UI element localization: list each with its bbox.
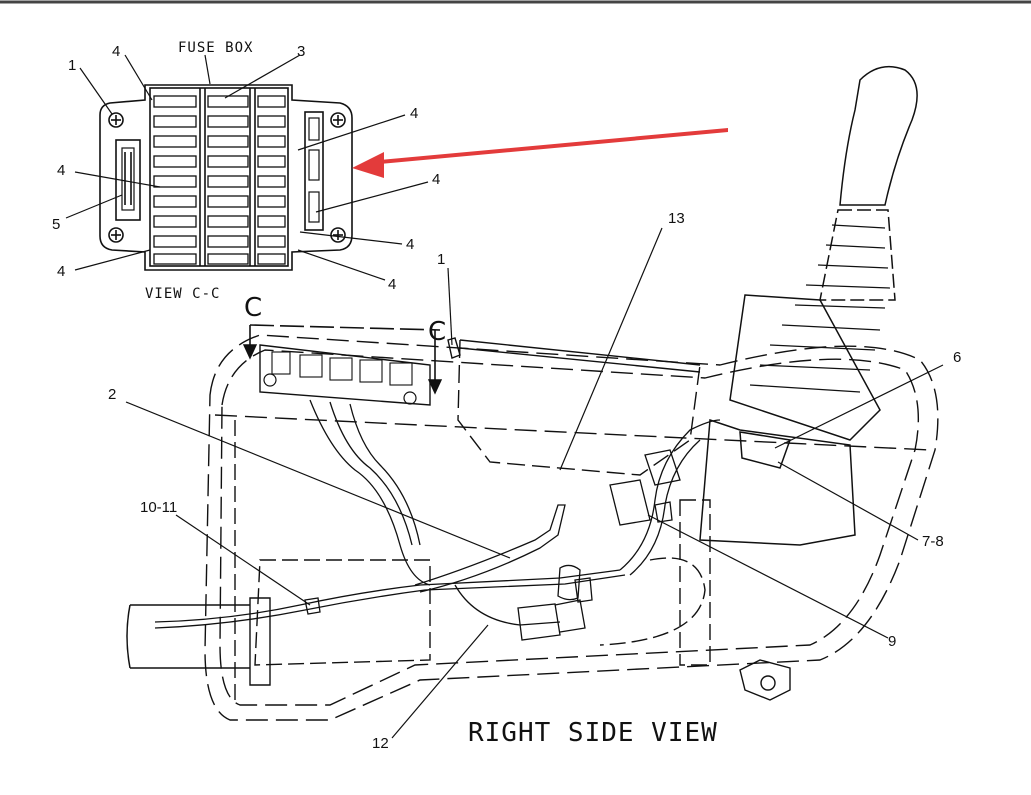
- screw-icon: [330, 112, 346, 128]
- fuse-box-detail: [99, 84, 353, 271]
- fuse-box-leaders: [65, 54, 429, 281]
- callout-5: 5: [52, 216, 60, 233]
- callout-3: 3: [297, 43, 305, 60]
- main-view-title: RIGHT SIDE VIEW: [468, 718, 718, 748]
- joystick-base: [699, 418, 856, 546]
- joystick-handle: [839, 65, 918, 206]
- mounting-hole: [760, 675, 776, 691]
- switch-6: [739, 431, 792, 469]
- console-fuse-box: [242, 324, 461, 406]
- joystick: [699, 65, 918, 546]
- callout-4-bottom-right: 4: [388, 276, 396, 293]
- section-marker-right: C: [428, 317, 446, 347]
- callout-6: 6: [953, 349, 961, 366]
- right-connector-strip: [304, 111, 324, 231]
- callout-1-console: 1: [437, 251, 445, 268]
- callout-4-left: 4: [57, 162, 65, 179]
- callout-4-bottom-left: 4: [57, 263, 65, 280]
- joystick-boot-upper: [819, 209, 896, 301]
- console-inner-outline: [219, 349, 919, 706]
- callout-7-8: 7-8: [922, 533, 944, 550]
- mounting-lug: [739, 659, 791, 701]
- screw-icon: [108, 227, 124, 243]
- callout-2: 2: [108, 386, 116, 403]
- wiring-harness: [126, 399, 721, 686]
- view-cc-label: VIEW C-C: [145, 286, 220, 302]
- callout-4-right-middle: 4: [432, 171, 440, 188]
- main-view-leaders: [125, 227, 944, 739]
- red-arrow-shaft: [380, 128, 728, 164]
- cover-13: [457, 339, 701, 476]
- callout-4-right-lower: 4: [406, 236, 414, 253]
- fuse-box-inner-frame: [149, 87, 289, 267]
- callout-4-top-left: 4: [112, 43, 120, 60]
- console-outline: [204, 334, 939, 721]
- fuse-box-housing: [99, 84, 353, 271]
- console-assembly: [204, 334, 939, 721]
- callout-4-right-upper: 4: [410, 105, 418, 122]
- callout-13: 13: [668, 210, 685, 227]
- relay-12: [517, 603, 561, 641]
- callout-9: 9: [888, 633, 896, 650]
- relay-5: [115, 139, 141, 221]
- section-marker-left: C: [244, 293, 262, 323]
- joystick-boot-lower: [729, 294, 881, 441]
- screw-icon: [330, 227, 346, 243]
- callout-12: 12: [372, 735, 389, 752]
- connector-9: [609, 479, 651, 526]
- callout-10-11: 10-11: [140, 499, 177, 516]
- clip-10-11: [304, 597, 321, 615]
- red-pointer-arrow: [352, 128, 728, 178]
- callout-1-fusebox: 1: [68, 57, 76, 74]
- fuse-slots: [153, 95, 286, 265]
- screw-icon: [108, 112, 124, 128]
- red-arrow-head: [352, 152, 384, 178]
- fuse-box-title: FUSE BOX: [178, 40, 253, 56]
